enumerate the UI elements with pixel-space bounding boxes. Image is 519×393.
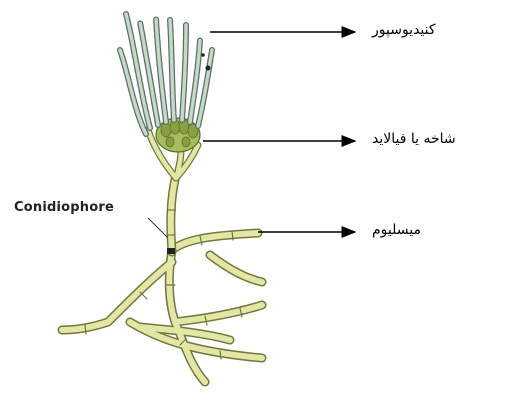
label-branch-phialide: شاخه یا فیالاید (372, 131, 456, 147)
phialide-cluster (156, 118, 200, 152)
label-arrows (203, 32, 355, 232)
label-conidiospore: کنیدیوسپور (372, 22, 436, 38)
conidiophore-pointer-line (148, 218, 168, 238)
conidia-chains (120, 14, 212, 134)
label-mycelium: میسلیوم (372, 222, 421, 238)
label-conidiophore: Conidiophore (14, 200, 114, 215)
mycelium-hyphae (62, 231, 262, 382)
conidiophore-stalk (167, 175, 176, 254)
